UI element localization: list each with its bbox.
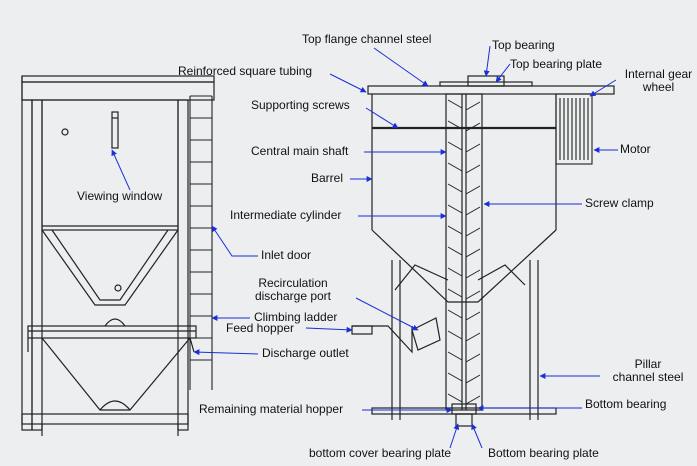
leader-recirc-port [355,297,419,331]
label-central-shaft: Central main shaft [251,144,349,158]
screw-flights [447,99,481,405]
leader-bottom-bearing-plate [471,423,483,449]
label-internal-gear-line2: wheel [642,80,675,94]
top-bearing-plate-shape [439,81,533,87]
label-pillar-line2: channel steel [612,370,684,384]
leader-lines [111,45,618,449]
screw-flight [447,246,481,258]
screw-flight [447,309,481,321]
left-cone-inner [51,229,169,301]
leader-top-flange [373,47,429,87]
bottom-bearing-shape [451,403,477,415]
screw-flight [447,351,481,363]
inlet-knob [104,318,126,327]
leader-top-bearing-plate [495,63,511,83]
left-pillar [21,99,33,431]
screw-flight [447,225,481,237]
label-reinforced-tubing: Reinforced square tubing [178,64,313,78]
label-screw-clamp: Screw clamp [585,196,654,210]
label-climbing-ladder: Climbing ladder [254,310,338,324]
screw-flight [447,204,481,216]
label-bottom-bearing-plate: Bottom bearing plate [488,446,599,460]
ladder-rungs [190,117,212,361]
label-supporting-screws: Supporting screws [251,98,350,112]
leader-viewing-window [111,149,131,191]
leader-feed-hopper [305,326,353,333]
label-internal-gear-line1: Internal gear [624,67,693,81]
leader-bottom-cover-plate [449,423,460,449]
label-recirculation-line2: discharge port [254,289,332,303]
bottom-hopper [41,337,191,411]
leader-gear-wheel [589,79,617,97]
leader-top-bearing [483,45,491,77]
leader-discharge-outlet [193,349,259,356]
screw-flight [447,372,481,384]
label-feed-hopper: Feed hopper [226,321,295,335]
label-recirculation-line1: Recirculation [258,276,328,290]
label-top-flange: Top flange channel steel [302,32,432,46]
label-top-bearing: Top bearing [492,38,555,52]
screw-flight [447,183,481,195]
label-barrel: Barrel [311,171,344,185]
motor-fins [559,98,589,160]
leader-supporting-screws [365,107,399,129]
feed-hopper-mouth [351,325,373,335]
gauge-dot [61,128,69,136]
bottom-bearing-plate-shape [455,413,473,427]
inner-funnel [394,264,449,291]
top-flange [367,85,615,95]
bottom-frame [21,413,189,425]
label-recirculation: Recirculation discharge port [238,277,348,303]
screw-flight [447,330,481,342]
screw-flight [447,120,481,132]
intermediate-cylinder-shape [445,93,483,411]
label-top-bearing-plate: Top bearing plate [510,57,603,71]
label-viewing-window: Viewing window [77,189,163,203]
screw-flight [447,162,481,174]
left-barrel [41,99,179,231]
screw-flight [447,288,481,300]
left-pillar-inner [31,99,43,431]
label-discharge-outlet: Discharge outlet [262,346,349,360]
motor-body [555,93,593,165]
label-bottom-bearing: Bottom bearing [585,397,667,411]
label-inlet-door: Inlet door [261,248,312,262]
screw-flight [447,393,481,405]
label-intermediate-cylinder: Intermediate cylinder [230,208,342,222]
viewing-window [111,111,119,149]
label-internal-gear: Internal gear wheel [620,68,697,94]
hopper-outlet [99,400,131,411]
inner-funnel-right [477,264,526,286]
left-cone [41,229,179,306]
inlet-dot [114,284,122,292]
top-frame [21,81,215,101]
label-pillar: Pillar channel steel [603,358,693,384]
right-cone [371,229,557,303]
hopper-beam [27,325,197,339]
leader-reinforced-tubing [329,73,367,93]
top-bearing-block [467,75,505,87]
recirc-port-shape [411,317,441,351]
label-pillar-line1: Pillar [634,357,662,371]
climbing-ladder-drawing [189,95,213,390]
label-bottom-cover-plate: bottom cover bearing plate [309,446,452,460]
label-remaining-hopper: Remaining material hopper [199,402,344,416]
side-view [21,75,215,436]
motor-drawing [555,93,593,165]
leader-inlet-door [211,225,258,257]
right-bracket [189,337,195,353]
screw-flight [447,267,481,279]
right-pillar [177,99,189,431]
section-view [351,75,615,427]
screw-flight [447,99,481,111]
feed-hopper-shape [352,325,413,354]
screw-flight [447,141,481,153]
label-motor: Motor [620,142,651,156]
